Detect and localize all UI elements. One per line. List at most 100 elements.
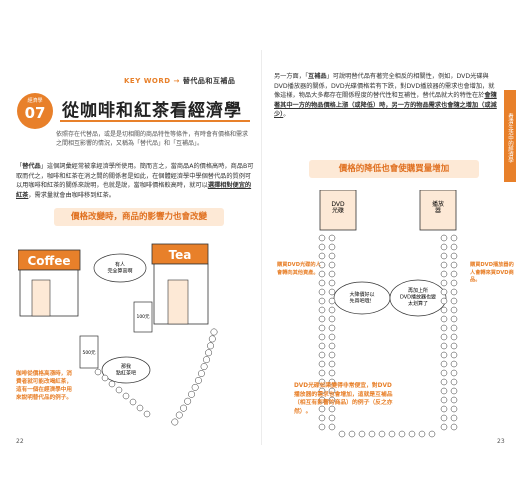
person-figure bbox=[450, 333, 458, 341]
person-figure bbox=[408, 430, 416, 438]
right-body-text: 另一方面，「互補品」可說明替代品有著完全相反的相關性，例如，DVD光碟與DVD播… bbox=[274, 72, 499, 120]
person-figure bbox=[440, 414, 448, 422]
keyword-banner: KEY WORD → 替代品和互補品 bbox=[124, 76, 235, 86]
right-note-left: 購買DVD光碟的人會轉向其他資產。 bbox=[277, 262, 321, 276]
coffee-bubble-text: 有人完全算高啊 bbox=[107, 261, 132, 275]
tea-bubble-text: 那我點紅茶吧 bbox=[116, 363, 136, 377]
person-figure bbox=[318, 288, 326, 296]
chapter-tab: 看清生活中的經濟學 bbox=[504, 90, 516, 182]
body-segment: 」這個詞彙經常被拿經濟學所使用。簡而言之，當商品A的價格高時，商品B可取而代之，… bbox=[16, 163, 254, 189]
body-segment: 會隨著其中一方的物品價格上漲（或降低）時，另一方的物品需求也會隨之增加（或減少） bbox=[274, 92, 497, 118]
person-figure bbox=[143, 410, 151, 418]
person-figure bbox=[328, 288, 336, 296]
person-figure bbox=[440, 396, 448, 404]
tea-sign: Tea bbox=[169, 248, 192, 262]
person-figure bbox=[328, 261, 336, 269]
person-figure bbox=[200, 363, 208, 371]
person-figure bbox=[197, 370, 205, 377]
person-figure bbox=[450, 396, 458, 404]
coffee-price: 500元 bbox=[82, 350, 96, 356]
person-figure bbox=[129, 398, 137, 406]
person-figure bbox=[440, 342, 448, 350]
person-figure bbox=[318, 360, 326, 368]
person-figure bbox=[440, 387, 448, 395]
person-figure bbox=[450, 423, 458, 431]
person-figure bbox=[450, 243, 458, 251]
person-figure bbox=[338, 430, 346, 438]
person-figure bbox=[450, 297, 458, 305]
person-figure bbox=[440, 351, 448, 359]
person-figure bbox=[450, 270, 458, 278]
person-figure bbox=[328, 234, 336, 242]
person-figure bbox=[205, 349, 213, 357]
person-figure bbox=[328, 369, 336, 377]
person-figure bbox=[328, 405, 336, 413]
person-figure bbox=[440, 360, 448, 368]
page-title: 從咖啡和紅茶看經濟學 bbox=[62, 101, 242, 121]
intro-text: 依照存在代替品，或是是切相關的商品特性等條件，有時會有價格和需求之間相互影響的情… bbox=[56, 131, 249, 147]
player-sign: 播放器 bbox=[432, 200, 444, 215]
person-figure bbox=[358, 430, 366, 438]
left-bubble-text: 大降價好以先買吧哦！ bbox=[349, 291, 374, 305]
right-speech-bubble bbox=[389, 279, 447, 317]
person-figure bbox=[440, 315, 448, 323]
person-figure bbox=[318, 297, 326, 305]
person-figure bbox=[318, 405, 326, 413]
person-figure bbox=[318, 378, 326, 386]
person-figure bbox=[328, 396, 336, 404]
person-figure bbox=[328, 306, 336, 314]
person-figure bbox=[318, 279, 326, 287]
person-figure bbox=[175, 411, 183, 419]
person-figure bbox=[318, 351, 326, 359]
person-figure bbox=[440, 297, 448, 305]
person-figure bbox=[328, 279, 336, 287]
left-body-text: 「替代品」這個詞彙經常被拿經濟學所使用。簡而言之，當商品A的價格高時，商品B可取… bbox=[16, 162, 254, 200]
person-figure bbox=[171, 418, 179, 426]
person-figure bbox=[440, 405, 448, 413]
person-figure bbox=[440, 369, 448, 377]
customer-queue-dvd bbox=[318, 234, 458, 438]
body-segment: 互補品 bbox=[308, 73, 327, 80]
person-figure bbox=[388, 430, 396, 438]
person-figure bbox=[450, 261, 458, 269]
person-figure bbox=[208, 335, 216, 343]
person-figure bbox=[328, 270, 336, 278]
person-figure bbox=[440, 306, 448, 314]
body-segment: 「 bbox=[16, 163, 23, 170]
person-figure bbox=[328, 360, 336, 368]
person-figure bbox=[440, 324, 448, 332]
person-figure bbox=[328, 423, 336, 431]
person-figure bbox=[450, 360, 458, 368]
person-figure bbox=[328, 297, 336, 305]
person-figure bbox=[318, 243, 326, 251]
person-figure bbox=[328, 243, 336, 251]
person-figure bbox=[440, 270, 448, 278]
person-figure bbox=[318, 369, 326, 377]
person-figure bbox=[180, 404, 188, 412]
lesson-badge: 經濟學 07 bbox=[17, 93, 53, 129]
body-segment: 另一方面，「 bbox=[274, 73, 309, 80]
person-figure bbox=[318, 270, 326, 278]
person-figure bbox=[378, 430, 386, 438]
person-figure bbox=[348, 430, 356, 438]
keyword-arrow: → bbox=[173, 77, 180, 85]
person-figure bbox=[450, 279, 458, 287]
body-segment: 替代品 bbox=[22, 163, 41, 170]
person-figure bbox=[195, 377, 202, 384]
keyword-value: 替代品和互補品 bbox=[182, 77, 236, 85]
person-figure bbox=[328, 252, 336, 260]
person-figure bbox=[450, 405, 458, 413]
person-figure bbox=[450, 324, 458, 332]
person-figure bbox=[450, 288, 458, 296]
person-figure bbox=[191, 383, 199, 391]
person-figure bbox=[450, 306, 458, 314]
title-underline bbox=[60, 120, 250, 122]
person-figure bbox=[122, 392, 130, 400]
person-figure bbox=[450, 351, 458, 359]
body-segment: ，需求量就會由咖啡移到紅茶。 bbox=[28, 191, 115, 199]
person-figure bbox=[440, 234, 448, 242]
person-figure bbox=[188, 390, 196, 398]
person-figure bbox=[318, 315, 326, 323]
person-figure bbox=[136, 404, 144, 412]
